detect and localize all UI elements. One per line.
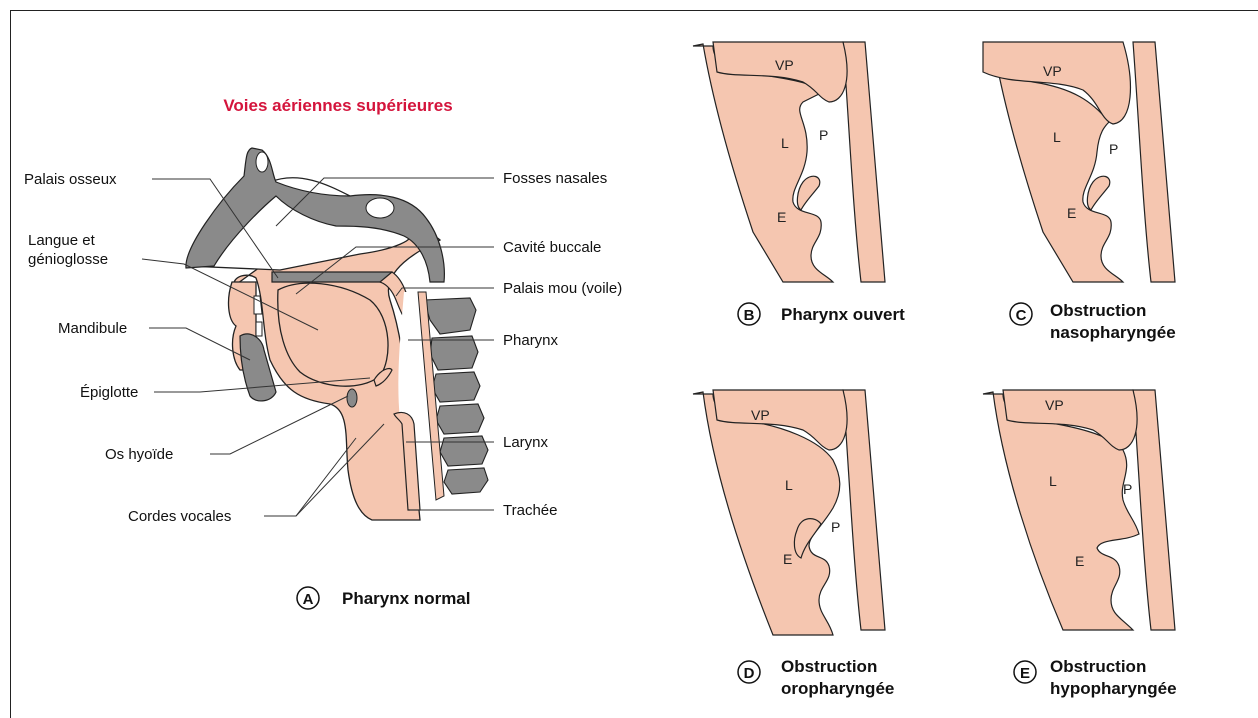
label-langue-line2: génioglosse [28,251,108,268]
panel-d-letter: D [744,665,755,682]
label-palais-osseux: Palais osseux [24,171,117,188]
panel-d-diagram: VP L P E [693,390,885,635]
panel-b-vp: VP [775,57,794,73]
label-trachee: Trachée [503,502,557,519]
panel-d-vp: VP [751,407,770,423]
panel-c-title-line1: Obstruction [1050,301,1146,320]
panel-e-title-line1: Obstruction [1050,657,1146,676]
label-cavite-buccale: Cavité buccale [503,239,601,256]
head-sagittal-section [186,148,488,520]
panel-e-letter: E [1020,665,1030,682]
panel-a-title: Pharynx normal [342,589,471,608]
panel-c-p: P [1109,141,1118,157]
panel-b-title: Pharynx ouvert [781,305,905,324]
panel-d-caption: D Obstruction oropharyngée [738,657,894,698]
panel-e-diagram: VP L P E [983,390,1175,630]
label-larynx: Larynx [503,434,549,451]
panel-e-p: P [1123,481,1132,497]
panel-b-letter: B [744,307,755,324]
panel-b-p: P [819,127,828,143]
panel-b-l: L [781,135,789,151]
label-epiglotte: Épiglotte [80,384,138,401]
panel-d-l: L [785,477,793,493]
panel-d-title-line1: Obstruction [781,657,877,676]
panel-d-title-line2: oropharyngée [781,679,894,698]
label-cordes-vocales: Cordes vocales [128,508,231,525]
panel-b-caption: B Pharynx ouvert [738,303,905,325]
panel-d-e: E [783,551,792,567]
panel-c-e: E [1067,205,1076,221]
panel-e-l: L [1049,473,1057,489]
panel-e-title-line2: hypopharyngée [1050,679,1177,698]
panel-c-l: L [1053,129,1061,145]
panel-e-vp: VP [1045,397,1064,413]
label-palais-mou: Palais mou (voile) [503,280,622,297]
panel-e-e: E [1075,553,1084,569]
panel-c-vp: VP [1043,63,1062,79]
label-pharynx: Pharynx [503,332,559,349]
panel-e-caption: E Obstruction hypopharyngée [1014,657,1177,698]
label-langue-line1: Langue et [28,232,96,249]
panel-b-e: E [777,209,786,225]
label-os-hyoide: Os hyoïde [105,446,173,463]
panel-b-diagram: VP L P E [693,42,885,282]
panel-c-caption: C Obstruction nasopharyngée [1010,301,1176,342]
panel-a-letter: A [303,591,314,608]
panel-d-p: P [831,519,840,535]
diagram-title: Voies aériennes supérieures [223,96,452,115]
panel-c-title-line2: nasopharyngée [1050,323,1176,342]
panel-c-diagram: VP L P E [983,42,1175,282]
panel-a-caption: A Pharynx normal [297,587,471,609]
panel-c-letter: C [1016,307,1027,324]
label-mandibule: Mandibule [58,320,127,337]
label-fosses-nasales: Fosses nasales [503,170,607,187]
